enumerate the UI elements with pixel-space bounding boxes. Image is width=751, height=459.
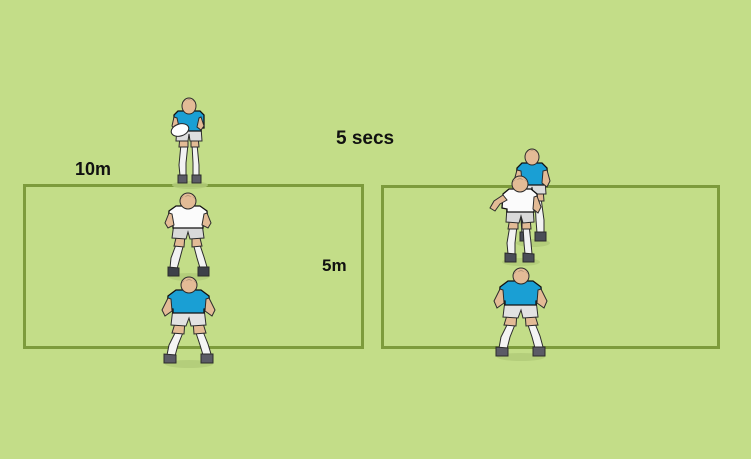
head (512, 267, 530, 285)
leg-right (191, 143, 200, 177)
arm-right (196, 116, 205, 131)
leg-left (178, 143, 189, 177)
player-defender-white-left (158, 192, 220, 282)
player-ball-carrier (163, 97, 215, 189)
boot-right (532, 346, 546, 357)
boot-right (534, 231, 547, 242)
head (181, 97, 197, 115)
shirt (498, 280, 543, 306)
player-defender-white-right (489, 175, 551, 267)
player-attacker-blue-left (153, 276, 225, 369)
boot-right (191, 174, 202, 184)
boot-right (522, 252, 535, 263)
arm-left-extended (489, 194, 508, 212)
label-depth-5m: 5m (322, 256, 347, 275)
arm-left (161, 297, 173, 317)
arm-right (536, 288, 548, 309)
shirt (501, 188, 539, 213)
head (524, 148, 540, 166)
label-width-10m: 10m (75, 159, 112, 179)
player-shadow (172, 181, 208, 189)
label-time-5-secs: 5 secs (336, 128, 395, 149)
player-attacker-blue-right-lower (484, 267, 556, 363)
arm-right (201, 212, 212, 229)
arm-right (541, 169, 551, 188)
boot-right (197, 266, 210, 277)
arm-left (493, 288, 505, 309)
head (180, 276, 198, 294)
boot-left (163, 353, 177, 364)
grid-zone-right (381, 185, 720, 349)
arm-right (532, 195, 542, 214)
rugby-ball (170, 123, 190, 137)
arm-right (204, 297, 216, 317)
boot-right (200, 353, 214, 364)
boot-left (177, 174, 188, 184)
boot-left (495, 346, 509, 357)
boot-left (504, 252, 517, 263)
arm-left (164, 212, 175, 229)
head (511, 175, 529, 193)
head (179, 192, 197, 210)
boot-left (167, 266, 180, 277)
